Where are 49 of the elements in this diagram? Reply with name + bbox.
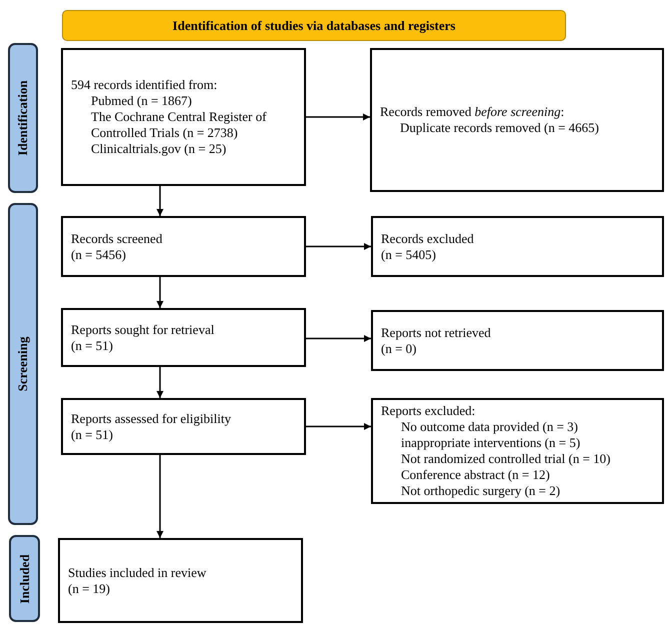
- box-text: (n = 51): [71, 338, 114, 354]
- box-heading: Records removed before screening:: [380, 104, 566, 120]
- box-text: (n = 5456): [71, 246, 127, 262]
- process-box: [371, 310, 664, 371]
- box-text: (n = 0): [381, 340, 418, 356]
- arrow: [156, 367, 164, 398]
- arrow: [156, 186, 164, 216]
- header-text: Identification of studies via databases and registers: [172, 18, 456, 34]
- phase-band: [9, 535, 40, 622]
- process-box: [61, 48, 306, 186]
- box-text: (n = 5405): [381, 246, 437, 262]
- box-text: Duplicate records removed (n = 4665): [399, 120, 600, 136]
- box-heading: Reports not retrieved: [381, 324, 492, 340]
- box-heading: Records excluded: [381, 230, 475, 246]
- box-heading: Records screened: [71, 230, 164, 246]
- box-text: Conference abstract (n = 12): [400, 467, 551, 483]
- process-box: [371, 398, 664, 504]
- arrow: [306, 335, 371, 342]
- process-box: [371, 216, 664, 277]
- box-text: (n = 51): [71, 426, 114, 442]
- box-text: inappropriate interventions (n = 5): [400, 435, 582, 451]
- box-text: Clinicaltrials.gov (n = 25): [90, 141, 228, 157]
- box-heading: Reports assessed for eligibility: [71, 410, 232, 426]
- arrow: [306, 243, 371, 250]
- box-text: No outcome data provided (n = 3): [400, 419, 580, 435]
- section-header: [62, 10, 566, 41]
- arrow: [306, 423, 371, 430]
- process-box: [370, 48, 664, 192]
- box-heading: Reports excluded:: [381, 403, 476, 419]
- phase-band: [8, 43, 38, 193]
- arrow: [156, 277, 164, 308]
- process-box: [61, 216, 306, 277]
- arrow: [156, 455, 164, 538]
- box-heading: Reports sought for retrieval: [71, 322, 216, 338]
- box-heading: 594 records identified from:: [71, 77, 218, 93]
- box-text: Not randomized controlled trial (n = 10): [400, 451, 612, 467]
- process-box: [58, 538, 303, 623]
- box-text: Pubmed (n = 1867): [90, 93, 193, 109]
- process-box: [61, 308, 306, 367]
- box-text: (n = 19): [68, 580, 111, 596]
- box-text: Not orthopedic surgery (n = 2): [400, 483, 562, 499]
- box-text: The Cochrane Central Register of Controlled Trials (n = 2738): [90, 109, 268, 141]
- phase-label: Screening: [15, 336, 31, 392]
- box-heading: Studies included in review: [68, 564, 208, 580]
- phase-band: [8, 203, 38, 525]
- arrow: [306, 114, 370, 120]
- phase-label: Included: [16, 554, 32, 604]
- process-box: [61, 398, 306, 455]
- phase-label: Identification: [15, 80, 31, 156]
